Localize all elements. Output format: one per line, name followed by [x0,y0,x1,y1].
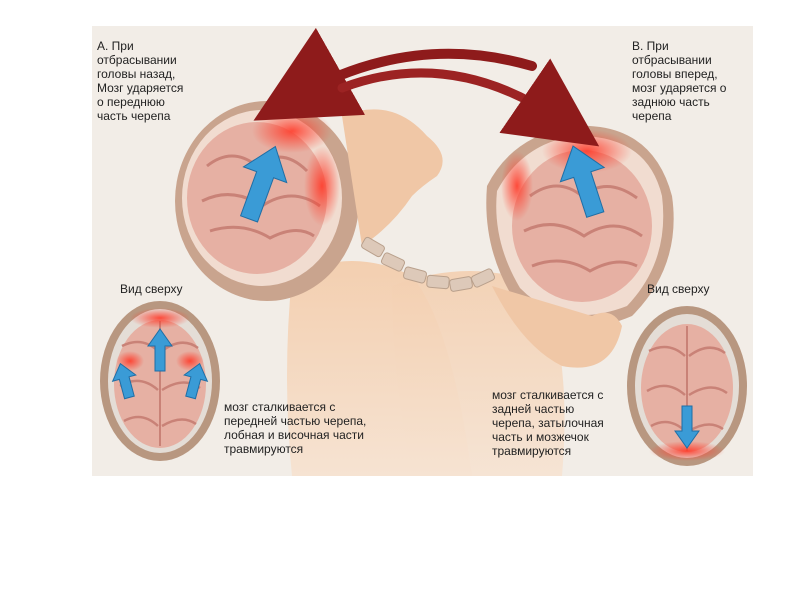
caption-occipital-injury: мозг сталкивается с задней частью черепа… [492,388,604,458]
label-head-forward: В. При отбрасывании головы вперед, мозг … [632,39,727,123]
arrow-up-left-1 [147,328,173,372]
impact-arrow-left [239,145,288,223]
caption-frontal-injury: мозг сталкивается с передней частью чере… [224,400,367,456]
whiplash-diagram: А. При отбрасывании головы назад, Мозг у… [92,26,753,476]
impact-arrow-right [559,145,606,218]
arrow-up-left-2 [111,362,137,400]
label-top-view-left: Вид сверху [120,282,183,296]
label-top-view-right: Вид сверху [647,282,710,296]
motion-arrow-forward [337,58,600,147]
skull-top-view-left [100,301,220,461]
head-left [175,101,443,301]
arrow-up-left-3 [183,362,209,400]
head-right [486,125,674,368]
label-head-back: А. При отбрасывании головы назад, Мозг у… [97,39,184,123]
illustration [100,27,747,476]
skull-top-view-right [627,306,747,466]
arrow-down-right [674,405,700,449]
spine [361,236,496,292]
